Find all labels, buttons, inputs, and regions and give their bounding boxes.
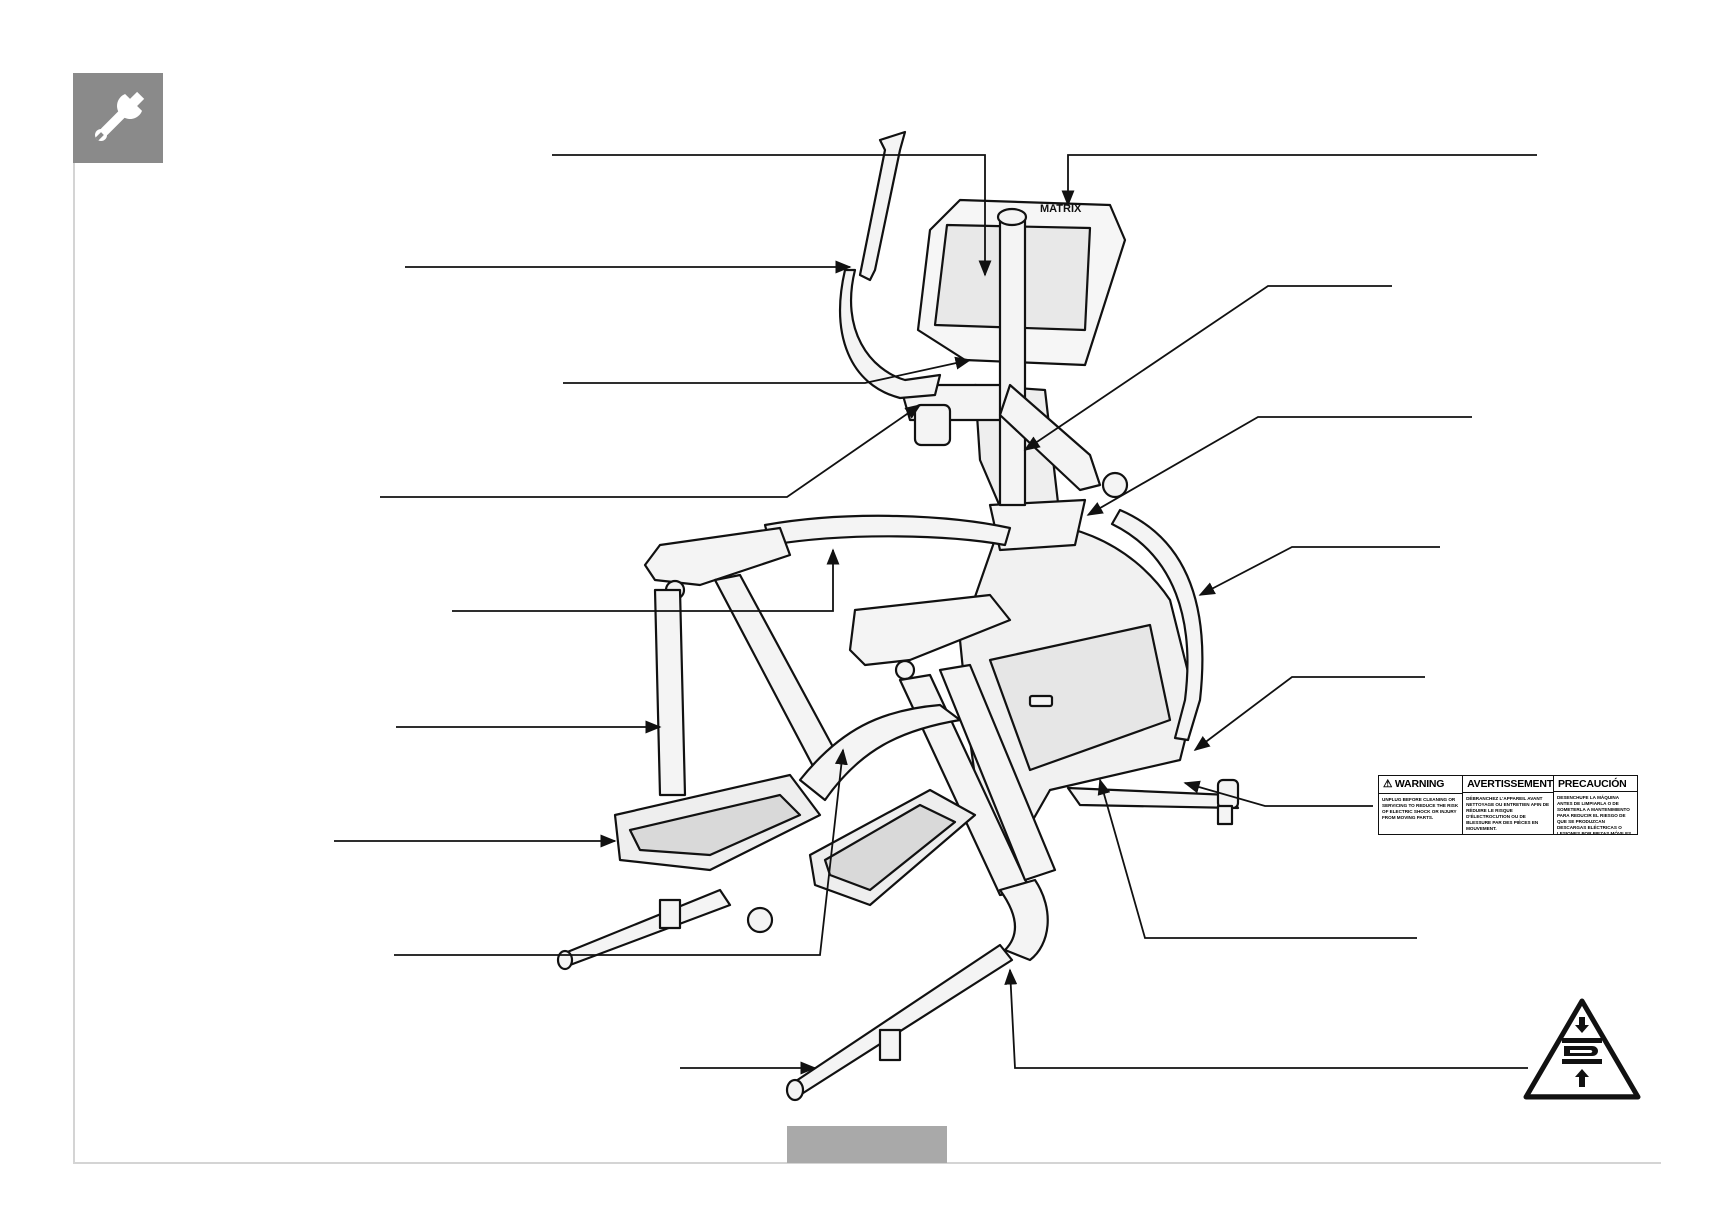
left-rail-foot — [658, 898, 682, 930]
callout-line — [1086, 416, 1472, 516]
console-brand: MATRIX — [1040, 203, 1082, 215]
right-grip-pivot — [894, 659, 916, 681]
page-number-tab — [787, 1126, 947, 1163]
warning-column-fr: AVERTISSEMENT DÉBRANCHEZ L'APPAREIL AVAN… — [1463, 776, 1554, 834]
warning-text: DESENCHUFE LA MÁQUINA ANTES DE LIMPIARLA… — [1556, 794, 1633, 834]
section-badge — [73, 73, 163, 163]
left-upper-arm — [858, 130, 907, 282]
callout-line — [380, 404, 922, 498]
hand-pinch-hazard-icon — [1523, 998, 1641, 1100]
right-arm-link — [998, 383, 1102, 492]
callout-line — [1023, 285, 1392, 451]
wrench-icon — [95, 91, 145, 141]
cup-holder — [913, 403, 952, 447]
left-roller — [746, 906, 774, 934]
warning-heading: AVERTISSEMENT — [1463, 776, 1553, 794]
right-grip-pad — [848, 593, 1012, 667]
callout-line — [563, 356, 972, 384]
warning-heading: ⚠ WARNING — [1379, 776, 1463, 794]
frame-bottom-rule — [73, 1162, 1661, 1164]
stationary-handlebar — [763, 514, 1012, 547]
right-rail — [788, 943, 1014, 1097]
rear-foot — [1216, 804, 1234, 826]
rear-frame-arm — [1110, 508, 1204, 742]
front-pedal-elbow — [998, 878, 1049, 962]
access-panel — [988, 623, 1172, 772]
left-pedal-strut — [713, 573, 842, 772]
frame-left-rule — [73, 163, 75, 1163]
callout-line — [1004, 968, 1528, 1069]
left-footpad — [628, 793, 802, 857]
warning-column-es: PRECAUCIÓN DESENCHUFE LA MÁQUINA ANTES D… — [1553, 776, 1638, 834]
callout-line — [452, 548, 840, 612]
right-arm-pivot — [1101, 471, 1129, 499]
rear-stabilizer — [1066, 786, 1240, 810]
warning-heading: PRECAUCIÓN — [1553, 776, 1638, 792]
panel-handle — [1028, 694, 1054, 708]
left-arm-lower — [839, 268, 942, 400]
callout-line — [552, 154, 992, 277]
warning-text: UNPLUG BEFORE CLEANING OR SERVICING TO R… — [1382, 797, 1459, 820]
callout-line — [1097, 778, 1417, 939]
right-upper-arm — [998, 213, 1027, 507]
warning-column-en: ⚠ WARNING UNPLUG BEFORE CLEANING OR SERV… — [1379, 776, 1464, 834]
warning-label: ⚠ WARNING UNPLUG BEFORE CLEANING OR SERV… — [1378, 775, 1638, 835]
right-rail-end — [785, 1078, 805, 1102]
warning-text: DÉBRANCHEZ L'APPAREIL AVANT NETTOYAGE OU… — [1466, 796, 1550, 832]
left-pedal-upright — [653, 588, 687, 797]
callouts — [334, 154, 1537, 1075]
callout-line — [1061, 154, 1537, 207]
callout-line — [1193, 676, 1425, 751]
machine-drawing: MATRIX — [556, 130, 1240, 1102]
callout-line — [394, 748, 848, 956]
left-rail-end — [556, 949, 574, 971]
left-grip-pad — [643, 526, 792, 587]
callout-line — [1183, 780, 1373, 807]
right-arm-cap — [996, 207, 1028, 227]
right-rail-foot — [878, 1028, 902, 1062]
right-pedal-strut — [938, 663, 1057, 882]
left-rail — [558, 888, 732, 967]
callout-line — [1198, 546, 1440, 596]
